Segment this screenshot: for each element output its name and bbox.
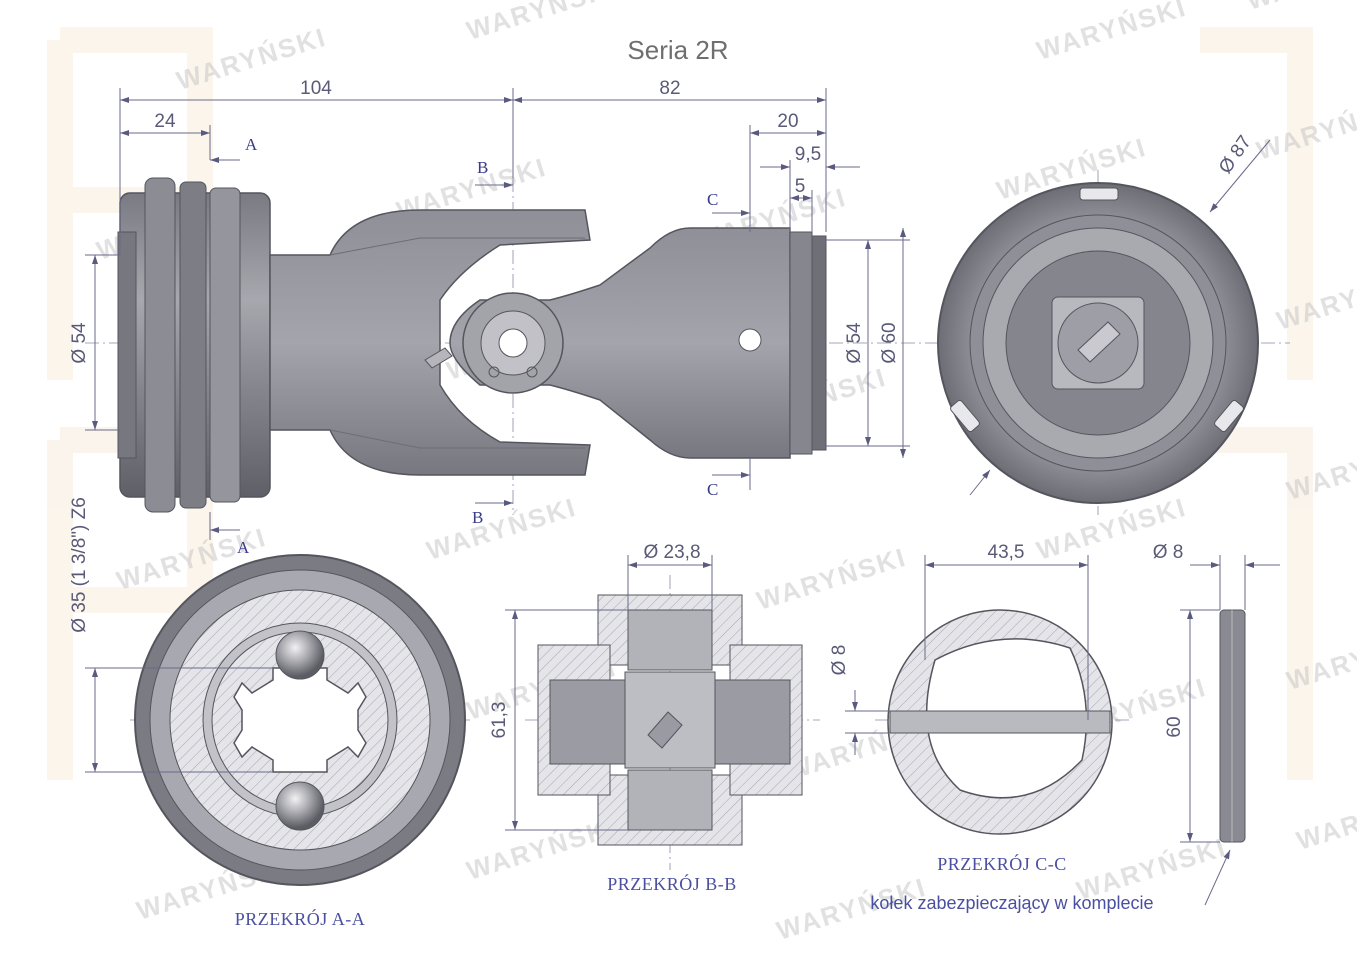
locking-ball-bottom (275, 781, 325, 831)
spline-bore (233, 667, 367, 773)
dim-20: 20 (777, 111, 798, 132)
section-c-label: PRZEKRÓJ C-C (937, 853, 1067, 874)
marker-b-top: B (477, 158, 488, 177)
dim-60: 60 (1164, 716, 1185, 737)
dimension-lines (85, 88, 1280, 906)
dim-phi60: Ø 60 (879, 322, 900, 363)
watermark-text: WARYŃSKI (1273, 262, 1357, 336)
trunnion-right (714, 679, 791, 765)
marker-c-top: C (707, 190, 718, 209)
section-b-label: PRZEKRÓJ B-B (607, 873, 737, 894)
dim-24: 24 (154, 111, 176, 132)
dim-61-3: 61,3 (489, 702, 510, 739)
dim-phi54-right: Ø 54 (844, 322, 865, 364)
trunnion-bottom (627, 769, 713, 831)
dim-spline: Ø 35 (1 3/8") Z6 (69, 497, 90, 633)
trunnion-left (549, 679, 626, 765)
dim-104: 104 (300, 78, 332, 99)
watermark-text: WARYŃSKI (463, 812, 620, 886)
marker-b-bottom: B (472, 508, 483, 527)
end-view (925, 170, 1290, 515)
section-markers: A A B B C C (237, 135, 718, 557)
dim-phi54-left: Ø 54 (69, 322, 90, 364)
right-yoke (449, 227, 791, 459)
drawing-title: Seria 2R (627, 35, 728, 65)
dim-phi8-side: Ø 8 (829, 645, 850, 676)
trunnion-top (627, 609, 713, 671)
dim-phi87: Ø 87 (1215, 132, 1256, 178)
tube-collar (789, 231, 813, 455)
dim-9-5: 9,5 (795, 144, 821, 165)
section-b-b-view (525, 575, 820, 870)
watermark-text: WARYŃSKI (1293, 782, 1357, 856)
section-c-c-view (875, 609, 1130, 835)
marker-c-bottom: C (707, 480, 718, 499)
pin-note: kołek zabezpieczający w komplecie (870, 893, 1153, 913)
dim-5: 5 (795, 176, 806, 197)
section-a-label: PRZEKRÓJ A-A (235, 908, 366, 929)
section-a-a-view (130, 554, 470, 886)
pin-side-view (1219, 609, 1246, 843)
watermark-text: WARYŃSKI (463, 0, 620, 46)
dim-phi23-8: Ø 23,8 (643, 542, 700, 563)
dim-phi8-pin: Ø 8 (1153, 542, 1184, 563)
watermark-text: WARYŃSKI (1033, 0, 1190, 66)
watermark-text: WARYŃSKI (1243, 0, 1357, 16)
side-view (85, 177, 925, 515)
marker-a-top: A (245, 135, 258, 154)
dim-43-5: 43,5 (988, 542, 1025, 563)
grease-nipple (424, 347, 453, 369)
left-yoke (269, 209, 591, 476)
dim-82: 82 (659, 78, 680, 99)
marker-a-bottom: A (237, 538, 250, 557)
safety-pin-section (889, 710, 1111, 734)
watermark-text: WARYŃSKI (753, 542, 910, 616)
locking-ball-top (275, 630, 325, 680)
